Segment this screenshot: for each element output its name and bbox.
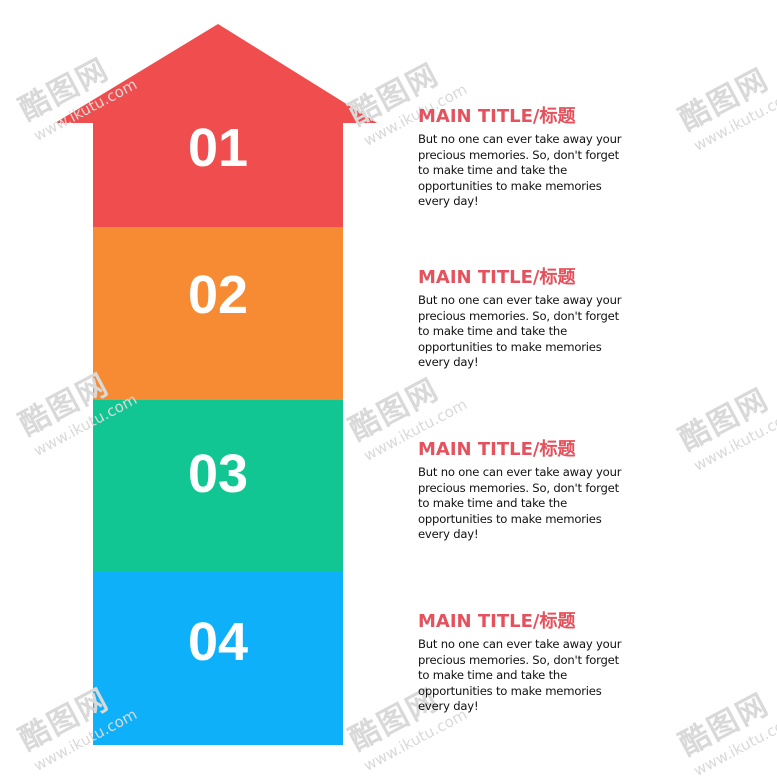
step-title: MAIN TITLE/标题 bbox=[418, 439, 576, 460]
step-title: MAIN TITLE/标题 bbox=[418, 106, 576, 127]
step-description: But no one can ever take away your preci… bbox=[418, 132, 622, 209]
step-number-01: 01 bbox=[187, 118, 249, 178]
step-item-03: MAIN TITLE/标题 But no one can ever take a… bbox=[418, 439, 633, 543]
step-description: But no one can ever take away your preci… bbox=[418, 465, 622, 542]
step-number-04: 04 bbox=[187, 612, 249, 672]
arrow-segment-03 bbox=[93, 374, 343, 572]
arrow-segment-02 bbox=[93, 201, 343, 400]
step-description: But no one can ever take away your preci… bbox=[418, 637, 622, 714]
step-item-02: MAIN TITLE/标题 But no one can ever take a… bbox=[418, 267, 633, 371]
step-description: But no one can ever take away your preci… bbox=[418, 293, 622, 370]
step-item-04: MAIN TITLE/标题 But no one can ever take a… bbox=[418, 611, 633, 715]
step-number-02: 02 bbox=[187, 265, 249, 325]
step-title: MAIN TITLE/标题 bbox=[418, 267, 576, 288]
arrow-segment-01 bbox=[55, 24, 377, 227]
arrow-segment-04 bbox=[93, 546, 343, 745]
step-title: MAIN TITLE/标题 bbox=[418, 611, 576, 632]
step-number-03: 03 bbox=[187, 444, 249, 504]
step-item-01: MAIN TITLE/标题 But no one can ever take a… bbox=[418, 106, 633, 210]
